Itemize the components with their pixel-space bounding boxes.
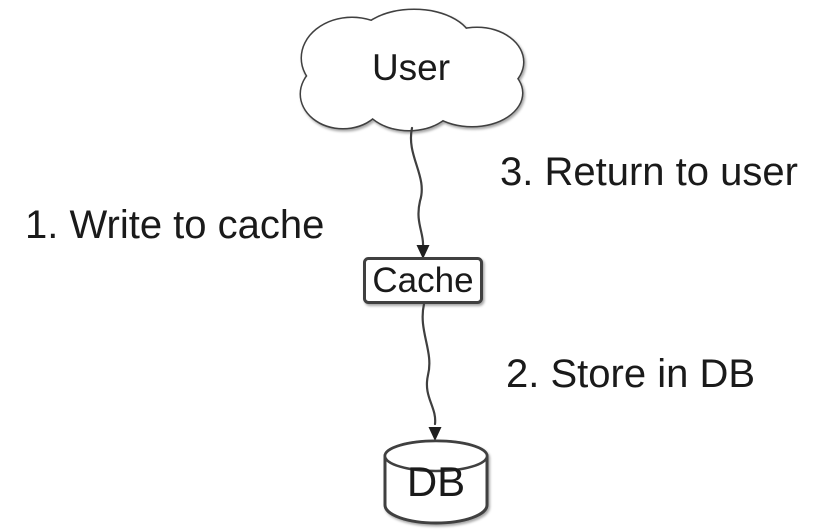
- edge-user-to-cache-arrowhead-icon: [416, 245, 430, 259]
- cache-node-label: Cache: [372, 261, 474, 300]
- edge-user-to-cache-line: [409, 126, 425, 248]
- edge-cache-to-db-arrowhead-icon: [428, 427, 442, 441]
- annotation-step3-return-to-user: 3. Return to user: [500, 150, 798, 194]
- cache-box-shape: [363, 257, 483, 304]
- edge-cache-to-db-line: [421, 302, 437, 426]
- edge-cache-to-db: [421, 302, 442, 441]
- db-node-label: DB: [406, 458, 466, 505]
- user-node-label: User: [371, 47, 451, 88]
- user-cloud-shape: [299, 8, 525, 132]
- db-cylinder-top-rim: [383, 439, 489, 473]
- annotation-step1-write-to-cache: 1. Write to cache: [25, 203, 325, 247]
- annotation-step2-store-in-db: 2. Store in DB: [506, 352, 756, 396]
- db-cylinder-shape: [383, 439, 489, 525]
- edge-user-to-cache: [409, 126, 430, 259]
- cloud-interior: [301, 10, 523, 130]
